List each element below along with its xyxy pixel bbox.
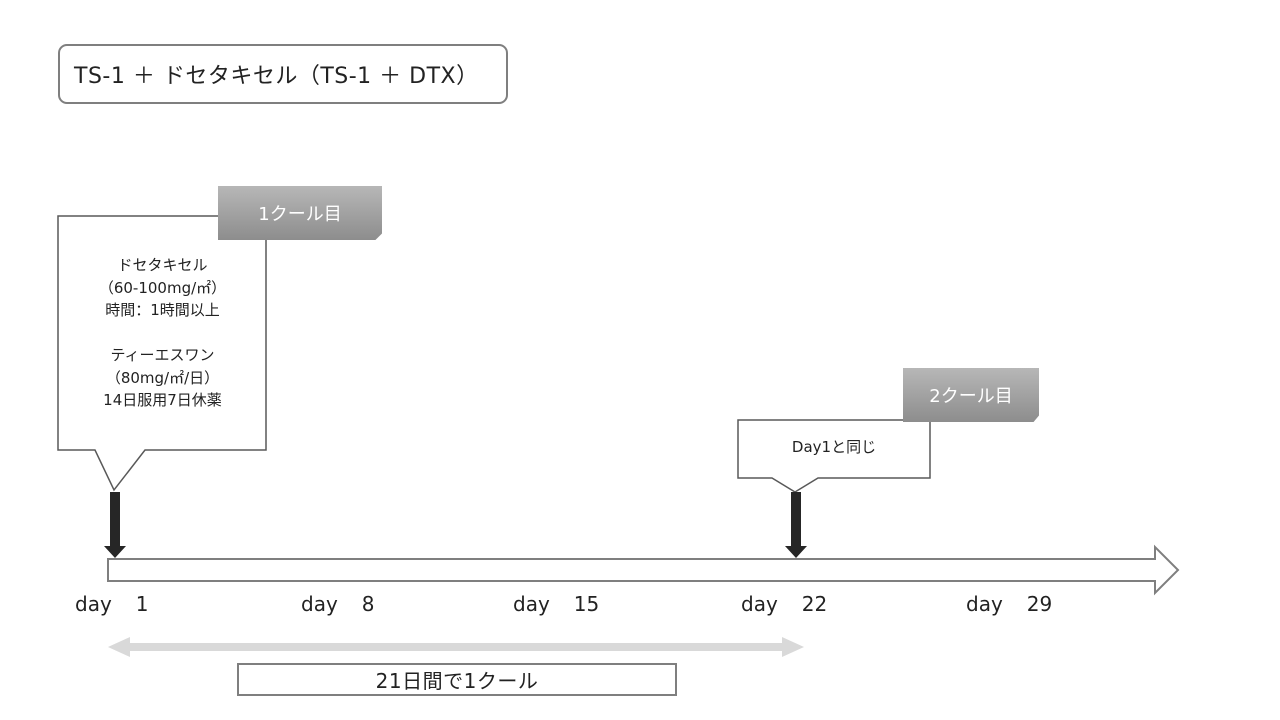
day-label: day 15 bbox=[513, 592, 599, 616]
day-prefix: day bbox=[513, 592, 550, 616]
day-number: 29 bbox=[1026, 592, 1053, 616]
day-label: day 22 bbox=[741, 592, 827, 616]
day-number: 1 bbox=[135, 592, 149, 616]
cycle2-callout-shape bbox=[737, 419, 931, 493]
cycle-span-arrow bbox=[108, 637, 804, 657]
regimen-line bbox=[60, 322, 265, 345]
cycle1-callout-shape bbox=[57, 215, 267, 492]
regimen-line: ドセタキセル bbox=[117, 256, 208, 274]
dose-marker-day22 bbox=[785, 492, 807, 558]
timeline-arrow bbox=[107, 544, 1180, 596]
regimen-line: （80mg/㎡/日） bbox=[105, 368, 220, 387]
day-label: day 1 bbox=[75, 592, 149, 616]
day-prefix: day bbox=[966, 592, 1003, 616]
regimen-line: ティーエスワン bbox=[110, 346, 215, 364]
day-number: 8 bbox=[361, 592, 375, 616]
cycle-length-label: 21日間で1クール bbox=[237, 663, 677, 696]
regimen-line: （60-100mg/㎡） bbox=[98, 278, 227, 297]
day-prefix: day bbox=[301, 592, 338, 616]
day-number: 22 bbox=[801, 592, 828, 616]
cycle1-tag: 1クール目 bbox=[218, 186, 382, 240]
day-number: 15 bbox=[573, 592, 600, 616]
day-prefix: day bbox=[75, 592, 112, 616]
diagram-title: TS-1 ＋ ドセタキセル（TS-1 ＋ DTX） bbox=[58, 44, 508, 104]
cycle2-tag: 2クール目 bbox=[903, 368, 1039, 422]
day-label: day 8 bbox=[301, 592, 375, 616]
cycle2-note-text: Day1と同じ bbox=[791, 438, 877, 456]
regimen-line: 14日服用7日休薬 bbox=[103, 391, 222, 409]
day-label: day 29 bbox=[966, 592, 1052, 616]
cycle1-regimen-text: ドセタキセル （60-100mg/㎡） 時間：1時間以上 ティーエスワン （80… bbox=[60, 254, 265, 412]
regimen-line: 時間：1時間以上 bbox=[105, 301, 220, 319]
day-prefix: day bbox=[741, 592, 778, 616]
dose-marker-day1 bbox=[104, 492, 126, 558]
